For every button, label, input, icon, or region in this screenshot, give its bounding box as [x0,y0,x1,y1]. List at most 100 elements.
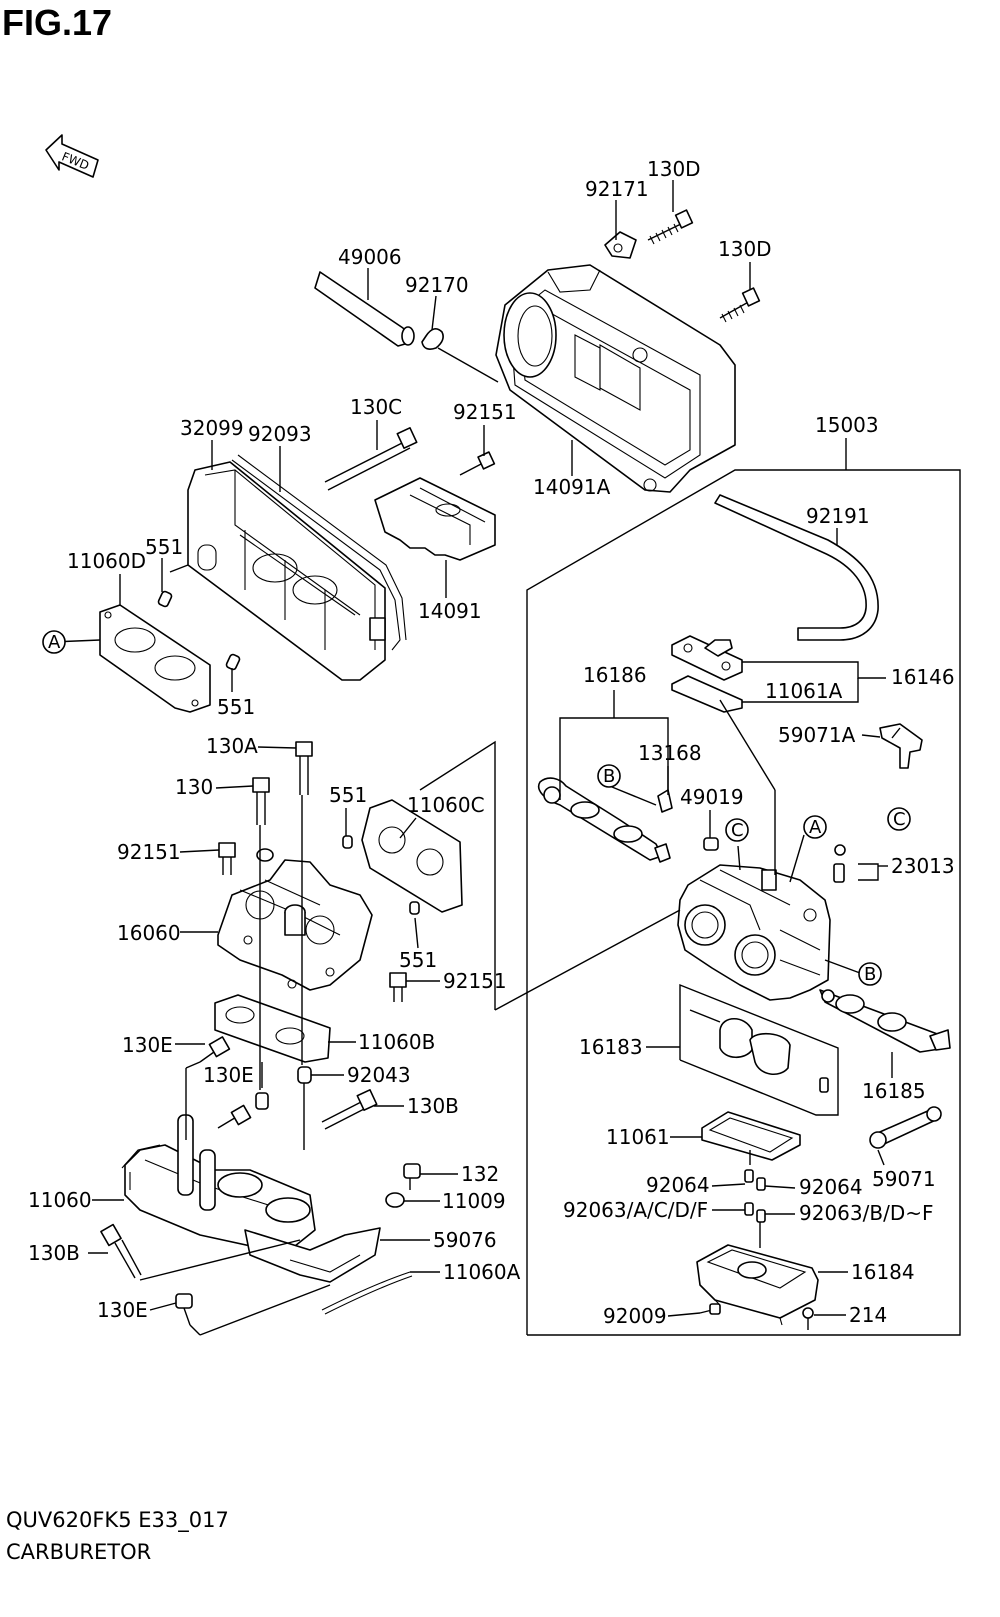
label-92009: 92009 [603,1304,667,1328]
label-130d-mid: 130D [718,237,772,261]
callout-c-right: C [887,807,911,831]
gasket-11060a [321,1271,413,1315]
callout-b-left-text: B [603,766,615,787]
bolt-130e-a [199,1036,231,1063]
dowel-551-b [225,653,241,671]
label-11060d: 11060D [67,549,146,573]
dowel-551-a [157,590,173,608]
cover-14091 [374,477,496,561]
label-130: 130 [175,775,213,799]
bolt-130b-a [321,1088,378,1130]
label-11060b: 11060B [358,1030,435,1054]
label-16184: 16184 [851,1260,915,1284]
label-551-b: 551 [217,695,255,719]
jet-92064-a [744,1169,754,1183]
jet-92064-b [756,1177,766,1191]
fitting-59071a [879,723,923,769]
label-132: 132 [461,1162,499,1186]
label-16146: 16146 [891,665,955,689]
label-130b-a: 130B [407,1094,459,1118]
bolt-92151-mid [218,842,236,875]
callout-c-top-text: C [731,820,744,841]
callout-a-right-text: A [809,817,822,838]
callout-a-left: A [42,630,66,654]
bolt-130b-b [100,1223,142,1279]
label-49006: 49006 [338,245,402,269]
label-92063-a: 92063/A/C/D/F [563,1198,708,1222]
air-cleaner-base-plate [187,461,386,681]
carburetor-assembly-outline [526,469,961,1336]
label-11061: 11061 [606,1125,670,1149]
gasket-92093 [231,454,407,651]
reference-callouts: A A B B C C [42,630,911,986]
screw-92009 [699,1303,721,1315]
clamp-92171 [604,231,637,259]
gasket-11061a [671,675,743,713]
footer-name: CARBURETOR [6,1540,152,1564]
label-551-c: 551 [329,783,367,807]
bolt-130e-mid [217,1104,252,1129]
label-11060a: 11060A [443,1260,521,1284]
label-130e-a: 130E [122,1033,173,1057]
callout-b-right: B [858,962,882,986]
gasket-11060 [121,1144,161,1190]
bolt-130d-top [647,209,694,245]
label-130a: 130A [206,734,258,758]
plug-49019 [703,837,719,851]
label-92063-b: 92063/B/D~F [799,1201,933,1225]
label-11061a: 11061A [765,679,843,703]
carburetor-body [677,864,831,1001]
figure-title: FIG.17 [2,2,113,43]
callout-c-top: C [725,818,749,842]
label-130e-c: 130E [97,1298,148,1322]
choke-shaft-16185 [819,989,951,1053]
float-16183 [689,1009,829,1093]
label-11060c: 11060C [407,793,485,817]
label-16186: 16186 [583,663,647,687]
lever-59071 [869,1106,942,1149]
label-130e-b: 130E [203,1063,254,1087]
hose-92191 [714,494,879,641]
collar-130e-b [255,1092,269,1110]
o-ring-11009 [385,1192,405,1208]
label-92064-b: 92064 [799,1175,863,1199]
label-92151-low: 92151 [443,969,507,993]
label-92191: 92191 [806,504,870,528]
bolt-92151-low [389,972,407,1002]
plate-16146 [671,635,743,681]
label-23013: 23013 [891,854,955,878]
bolt-130e-c [175,1293,193,1326]
bolt-132 [403,1163,421,1190]
bolt-130a [295,741,313,795]
label-16185: 16185 [862,1079,926,1103]
label-14091a: 14091A [533,475,611,499]
bolt-130 [252,777,270,825]
gasket-11060c [361,799,463,913]
label-16060: 16060 [117,921,181,945]
label-11009: 11009 [442,1189,506,1213]
label-92170: 92170 [405,273,469,297]
part-13168 [657,789,673,813]
label-92043: 92043 [347,1063,411,1087]
label-59071: 59071 [872,1167,936,1191]
callout-b-left: B [597,764,621,788]
label-92151-mid: 92151 [117,840,181,864]
bolt-130c [324,426,418,491]
collar-92043 [297,1066,312,1084]
fwd-arrow-icon: FWD [45,134,99,178]
label-551-a: 551 [145,535,183,559]
footer-code: QUV620FK5 E33_017 [6,1508,229,1532]
label-130d-top: 130D [647,157,701,181]
callout-c-right-text: C [893,809,906,830]
throttle-shaft-16186 [538,777,671,863]
bolt-130d-mid [719,287,761,323]
label-130c: 130C [350,395,402,419]
label-551-d: 551 [399,948,437,972]
leader-lines [51,180,901,1336]
intake-manifold-16060 [217,848,373,991]
screw-23013 [833,844,846,883]
label-49019: 49019 [680,785,744,809]
gasket-11061 [701,1111,801,1161]
